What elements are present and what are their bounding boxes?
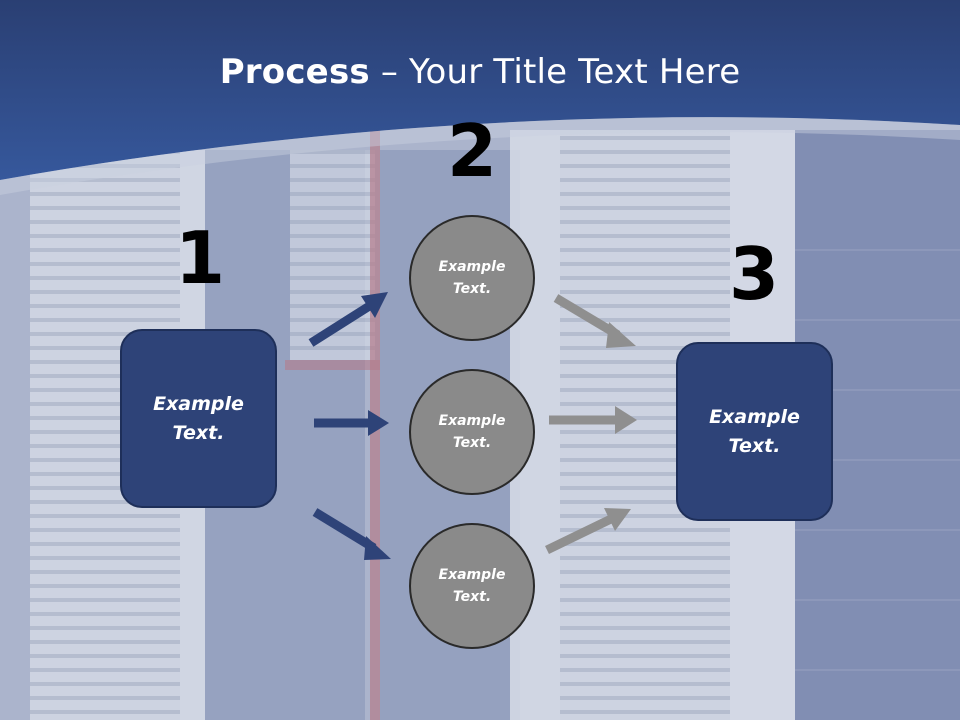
step-3-text: Example Text.	[709, 406, 800, 457]
step-2-circle-middle[interactable]: Example Text.	[409, 369, 535, 495]
step-2-circle-top-text: Example Text.	[438, 258, 506, 297]
step-2-number: 2	[446, 109, 498, 193]
step-2-circle-bottom[interactable]: Example Text.	[409, 523, 535, 649]
step-2-circle-middle-text: Example Text.	[438, 412, 506, 451]
page-title: Process – Your Title Text Here	[0, 52, 960, 92]
step-1-text: Example Text.	[153, 393, 244, 444]
title-rest: – Your Title Text Here	[369, 52, 741, 92]
step-1-number: 1	[174, 216, 226, 300]
step-2-circle-bottom-text: Example Text.	[438, 566, 506, 605]
step-1-box[interactable]: Example Text.	[120, 329, 277, 508]
step-3-box[interactable]: Example Text.	[676, 342, 833, 521]
step-3-number: 3	[728, 232, 780, 316]
step-2-circle-top[interactable]: Example Text.	[409, 215, 535, 341]
title-bold: Process	[219, 52, 370, 92]
